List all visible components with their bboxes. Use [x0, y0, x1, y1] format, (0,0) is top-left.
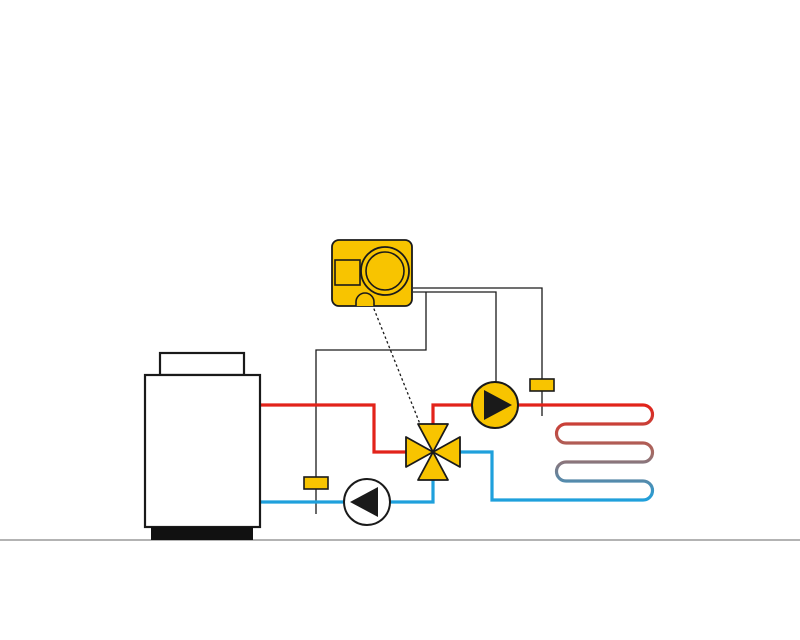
controller-dial-inner	[365, 251, 405, 291]
controller	[331, 239, 413, 307]
wire-to-supply-pump	[413, 291, 497, 383]
heating-coil-icon	[554, 403, 655, 502]
valve-wing-left	[405, 436, 434, 468]
valve-wing-bottom	[417, 451, 449, 481]
return-temperature-sensor	[303, 476, 329, 490]
boiler-base	[151, 527, 253, 540]
supply-pump	[471, 381, 519, 429]
mixing-valve	[405, 423, 461, 481]
valve-wing-right	[432, 436, 461, 468]
return-pump-arrow	[350, 487, 378, 517]
wire-to-return-sensor	[315, 292, 427, 478]
coil-to-valve-return-pipe	[458, 450, 575, 502]
boiler-icon	[143, 373, 262, 529]
hot-supply-pipes	[260, 403, 575, 454]
controller-actuator-knob	[355, 292, 375, 306]
four-way-mixing-valve-icon	[417, 423, 449, 453]
boiler-flue-cap	[158, 351, 246, 377]
cold-return-pipes	[260, 450, 575, 504]
controller-display	[334, 259, 361, 286]
boiler-to-valve-pipe	[260, 403, 408, 454]
valve-to-boiler-return-pipe	[260, 478, 435, 504]
floor-heating-coil	[554, 403, 655, 502]
supply-temperature-sensor	[529, 378, 555, 392]
boiler	[143, 351, 262, 540]
valve-to-pump-pipe	[431, 403, 472, 425]
supply-pump-arrow	[484, 390, 512, 420]
wire-to-supply-sensor	[413, 287, 543, 379]
return-pump	[343, 478, 391, 526]
valve-actuator-link	[371, 303, 421, 425]
